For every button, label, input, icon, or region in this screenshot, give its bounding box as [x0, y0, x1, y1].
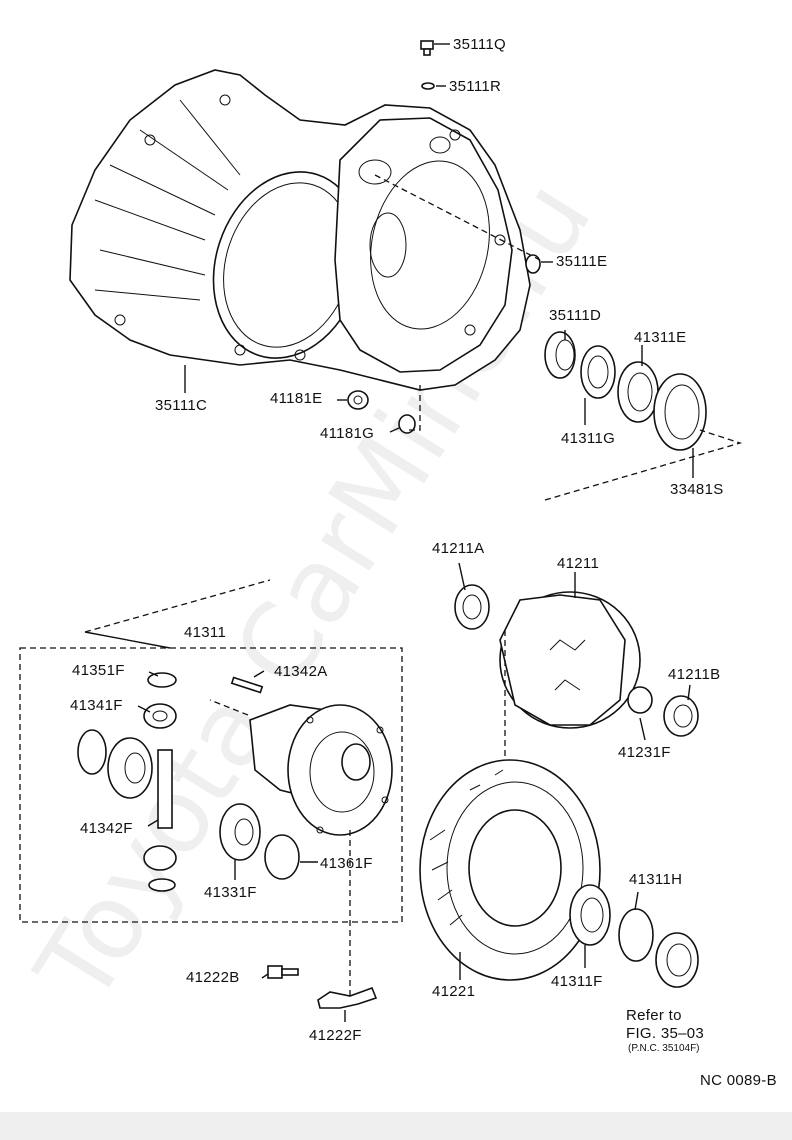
label-41311F: 41311F — [551, 973, 603, 990]
bottom-leader-lines — [137, 562, 691, 1022]
label-41211: 41211 — [557, 555, 599, 572]
gasket-35111R — [421, 82, 435, 90]
washer-41361F — [264, 834, 300, 880]
label-41331F: 41331F — [204, 884, 257, 901]
shim-41311H — [618, 908, 654, 962]
oil-seal-ref — [655, 932, 699, 988]
label-41342A: 41342A — [274, 663, 328, 680]
gasket-35111E — [525, 254, 541, 274]
label-35111D: 35111D — [549, 307, 601, 324]
shim-41311G — [580, 345, 616, 399]
label-41342F: 41342F — [80, 820, 133, 837]
reference-line-3: (P.N.C. 35104F) — [628, 1043, 700, 1054]
ring-gear-41221 — [419, 759, 601, 981]
label-41361F: 41361F — [320, 855, 373, 872]
label-35111Q: 35111Q — [453, 36, 506, 53]
label-35111E: 35111E — [556, 253, 607, 270]
pinion-gear-lower — [143, 845, 177, 892]
reference-line-1: Refer to — [626, 1007, 682, 1024]
bearing-41311E — [617, 361, 659, 423]
bottom-band — [0, 1112, 792, 1140]
label-41221: 41221 — [432, 983, 475, 1000]
pinion-gear-41341F — [143, 703, 177, 729]
side-gear-41331F — [219, 803, 261, 861]
carrier-41211 — [499, 591, 641, 729]
shaft-41342F — [157, 749, 173, 829]
label-41311G: 41311G — [561, 430, 615, 447]
transaxle-housing — [69, 69, 531, 391]
label-41181G: 41181G — [320, 425, 374, 442]
nut-41181E — [347, 390, 369, 410]
washer-41351F — [147, 672, 177, 688]
label-41311H: 41311H — [629, 871, 682, 888]
label-41222F: 41222F — [309, 1027, 362, 1044]
differential-case — [249, 704, 393, 836]
label-41211B: 41211B — [668, 666, 720, 683]
gasket-41181G — [398, 414, 416, 434]
label-41351F: 41351F — [72, 662, 125, 679]
bolt-41222B — [267, 965, 299, 979]
part-labels: 35111Q 35111R 35111E 35111D 41311E 41311… — [70, 36, 777, 1089]
bearing-41231F — [627, 686, 653, 714]
label-41211A: 41211A — [432, 540, 484, 557]
bearing-41311F — [569, 884, 611, 946]
label-41222B: 41222B — [186, 969, 240, 986]
label-41181E: 41181E — [270, 390, 322, 407]
oil-seal-33481S — [653, 373, 707, 451]
label-41311E: 41311E — [634, 329, 686, 346]
label-41341F: 41341F — [70, 697, 123, 714]
label-41311: 41311 — [184, 624, 226, 641]
side-gear-left — [77, 729, 153, 799]
label-35111R: 35111R — [449, 78, 501, 95]
plug-35111Q — [420, 40, 434, 56]
lock-plate-41222F — [317, 986, 378, 1009]
label-35111C: 35111C — [155, 397, 207, 414]
top-leader-lines — [184, 43, 743, 501]
label-41231F: 41231F — [618, 744, 671, 761]
reference-line-2: FIG. 35–03 — [626, 1025, 704, 1042]
differential-case-border — [19, 647, 403, 923]
bearing-41211A — [454, 584, 490, 630]
bearing-41211B — [663, 695, 699, 737]
pin-41342A — [230, 676, 264, 694]
figure-code: NC 0089-B — [700, 1072, 777, 1089]
oil-seal-35111D — [544, 331, 576, 379]
label-33481S: 33481S — [670, 481, 724, 498]
